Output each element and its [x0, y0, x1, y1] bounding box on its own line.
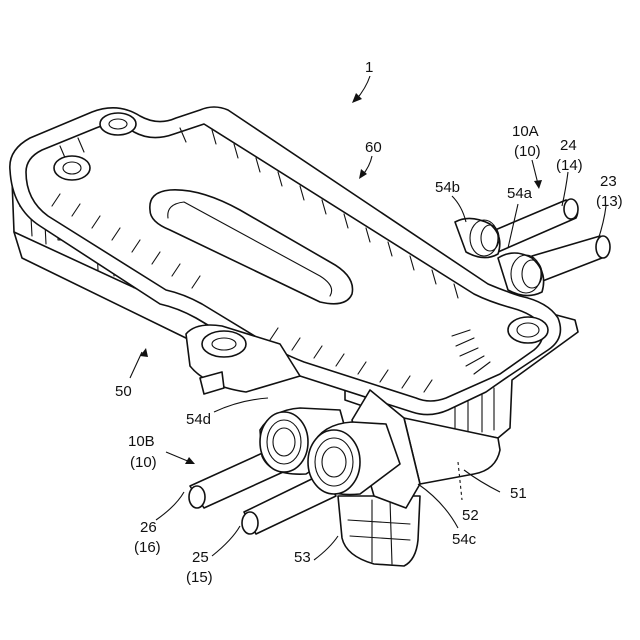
label-53: 53 [294, 549, 311, 566]
mounting-hole-r [508, 317, 548, 343]
label-54d: 54d [186, 411, 211, 428]
label-10A-sub: (10) [514, 143, 541, 160]
label-24: 24 [560, 137, 577, 154]
label-1: 1 [365, 59, 373, 76]
label-51: 51 [510, 485, 527, 502]
label-54c: 54c [452, 531, 477, 548]
label-24-sub: (14) [556, 157, 583, 174]
label-50: 50 [115, 383, 132, 400]
label-10A: 10A [512, 123, 539, 140]
mounting-hole-l [54, 156, 90, 180]
label-23-sub: (13) [596, 193, 623, 210]
label-10B: 10B [128, 433, 155, 450]
label-54b: 54b [435, 179, 460, 196]
mounting-hole-tl [100, 113, 136, 135]
label-26: 26 [140, 519, 157, 536]
label-60: 60 [365, 139, 382, 156]
label-26-sub: (16) [134, 539, 161, 556]
label-54a: 54a [507, 185, 533, 202]
seal-54b [455, 218, 500, 257]
label-52: 52 [462, 507, 479, 524]
label-25: 25 [192, 549, 209, 566]
cable-24 [488, 199, 578, 252]
label-25-sub: (15) [186, 569, 213, 586]
label-10B-sub: (10) [130, 454, 157, 471]
label-23: 23 [600, 173, 617, 190]
